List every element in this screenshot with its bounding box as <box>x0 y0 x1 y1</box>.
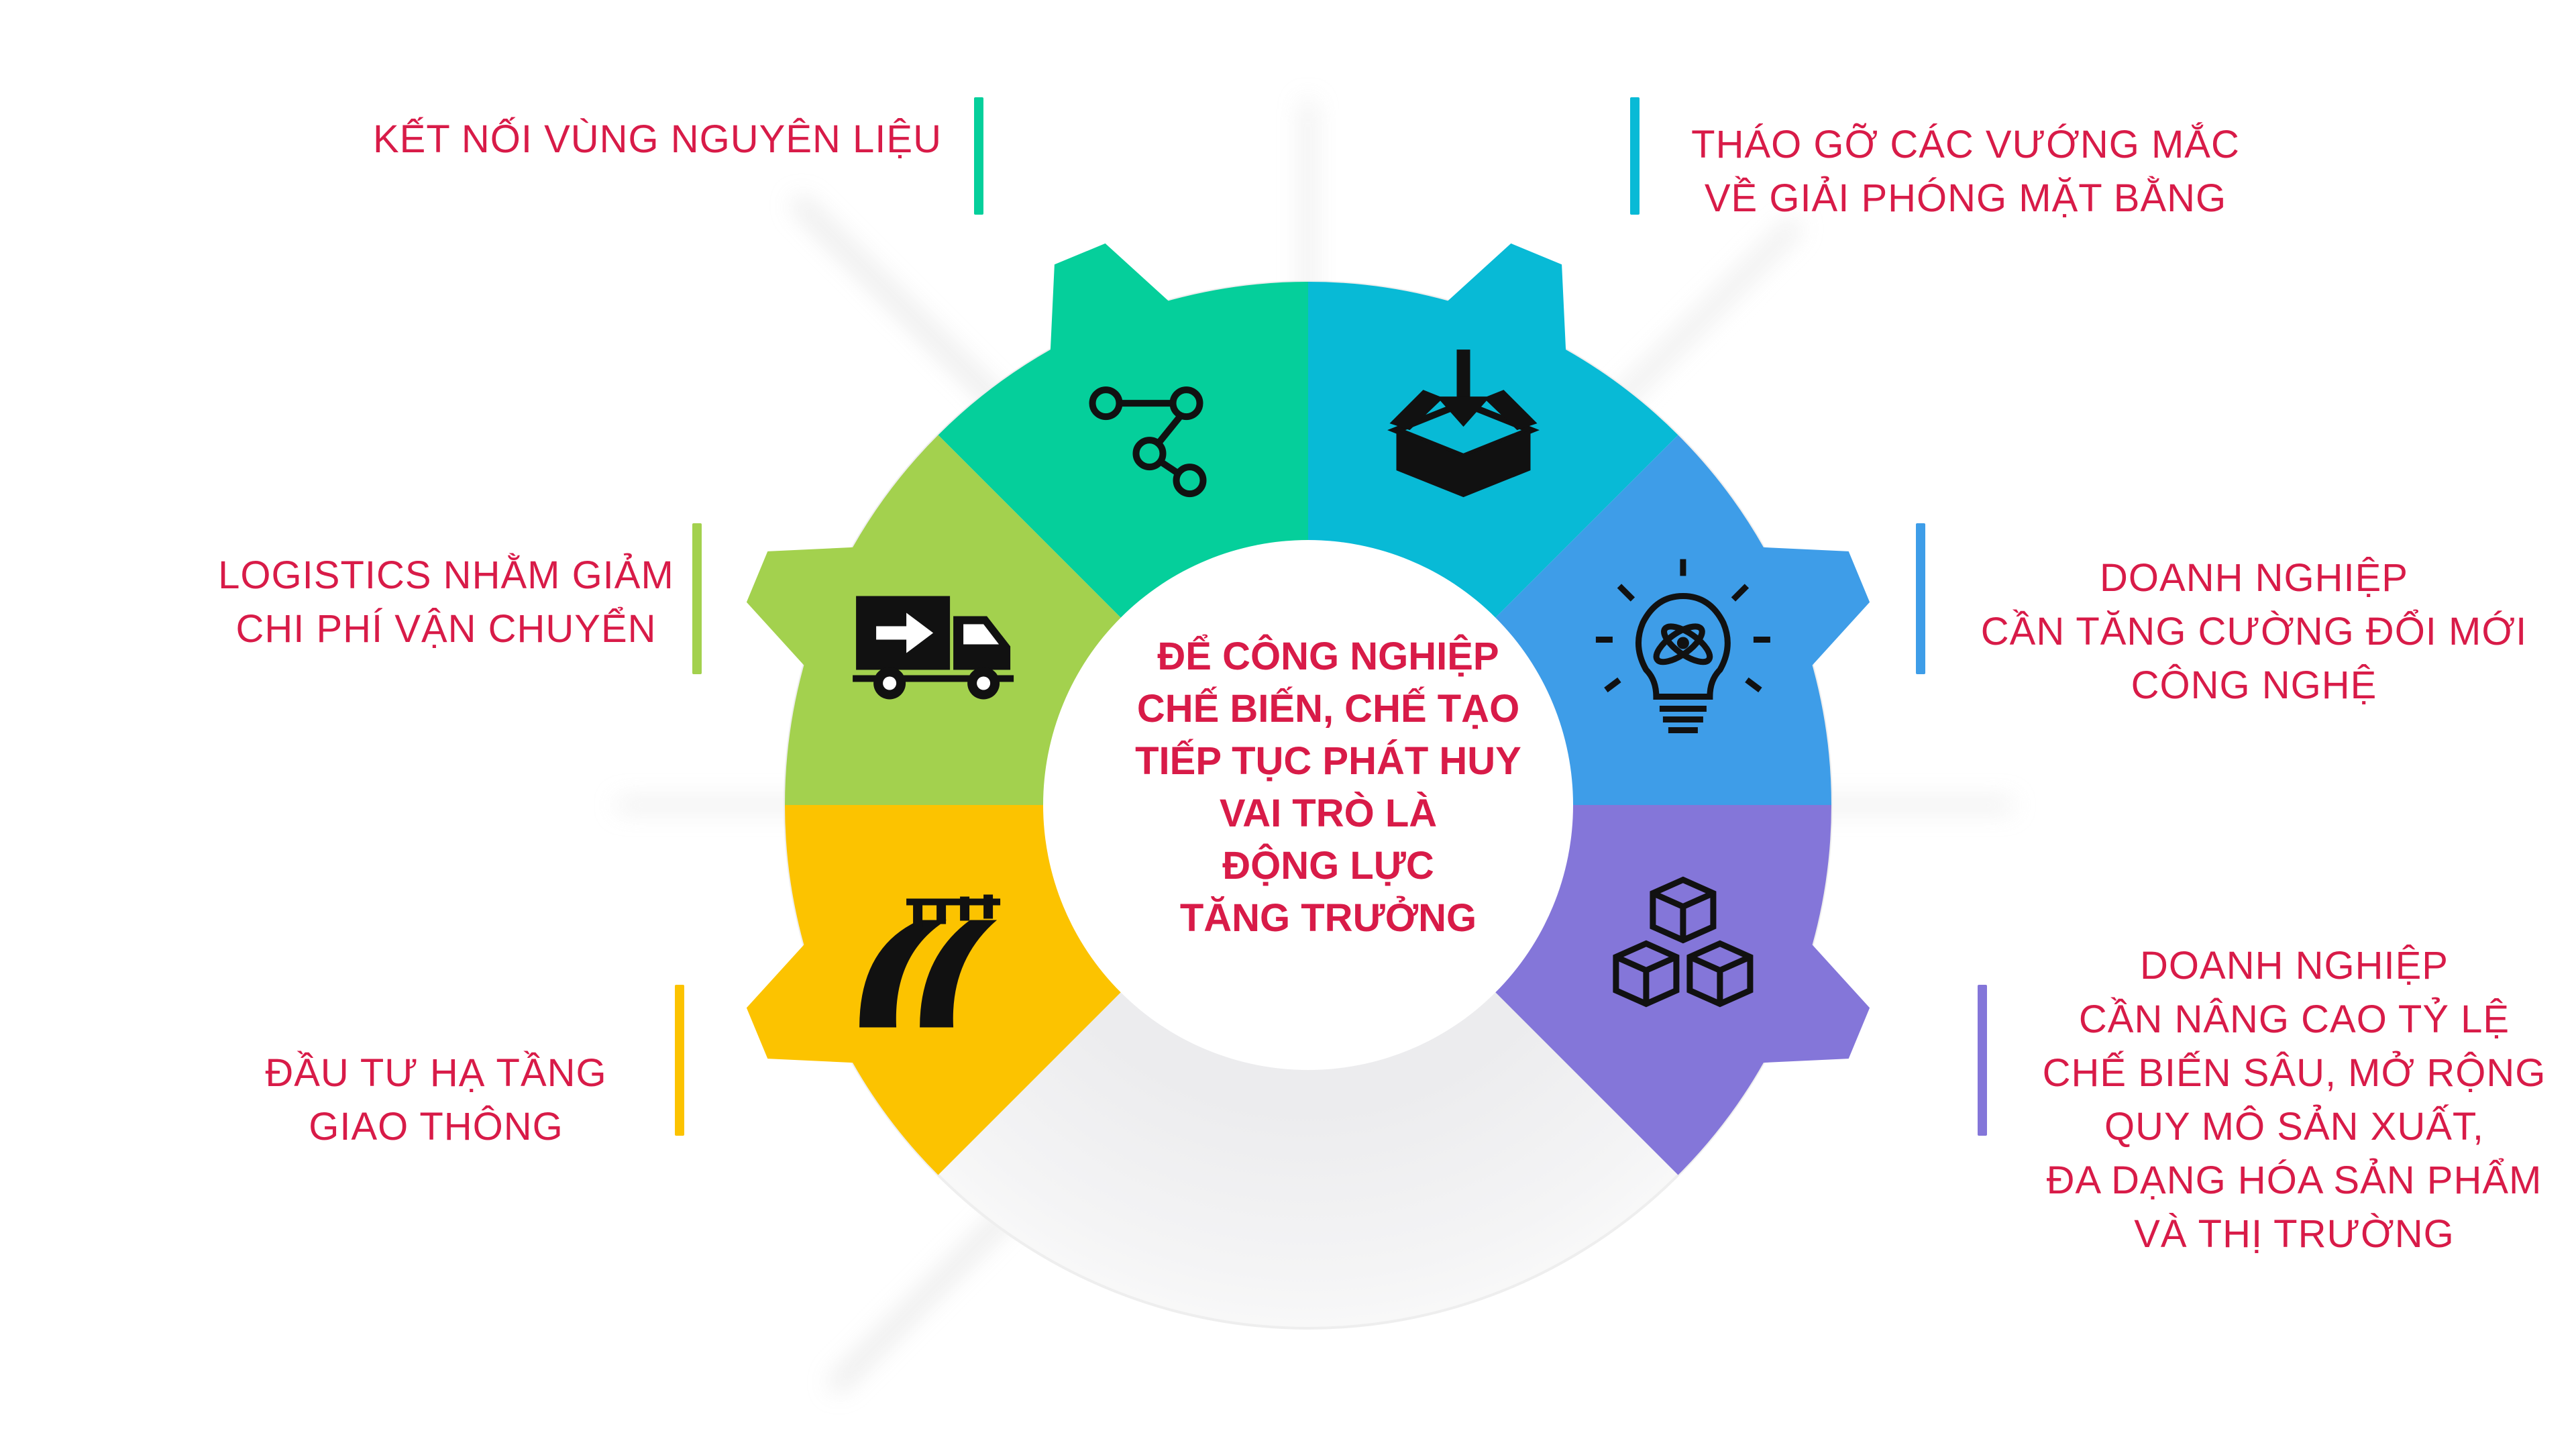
label-line: CHẾ BIẾN SÂU, MỞ RỘNG <box>2042 1051 2546 1095</box>
accent-bar-logistics <box>692 523 702 674</box>
accent-bar-infrastructure <box>675 985 684 1136</box>
road-icon <box>859 894 1001 1028</box>
label-line: KẾT NỐI VÙNG NGUYÊN LIỆU <box>373 117 942 161</box>
label-line: QUY MÔ SẢN XUẤT, <box>2104 1105 2485 1148</box>
accent-bar-site-clearance <box>1630 97 1640 215</box>
label-site-clearance: THÁO GỠ CÁC VƯỚNG MẮC VỀ GIẢI PHÓNG MẶT … <box>1670 118 2261 225</box>
label-deep-processing: DOANH NGHIỆP CẦN NÂNG CAO TỶ LỆ CHẾ BIẾN… <box>2006 939 2576 1261</box>
label-line: DOANH NGHIỆP <box>2100 556 2408 600</box>
segment-site-clearance <box>1308 243 1678 621</box>
label-line: VÀ THỊ TRƯỜNG <box>2134 1212 2455 1256</box>
label-raw-material: KẾT NỐI VÙNG NGUYÊN LIỆU <box>362 113 953 166</box>
delivery-truck-icon <box>853 596 1014 700</box>
center-line: TĂNG TRƯỞNG <box>1179 896 1477 940</box>
label-line: CẦN TĂNG CƯỜNG ĐỔI MỚI <box>1980 610 2528 653</box>
route-path-icon <box>1089 386 1207 498</box>
label-line: GIAO THÔNG <box>309 1105 564 1148</box>
stacked-boxes-icon <box>1613 876 1754 1008</box>
segment-deep-processing <box>1493 805 1870 1175</box>
center-line: ĐỂ CÔNG NGHIỆP <box>1157 635 1499 678</box>
center-title: ĐỂ CÔNG NGHIỆP CHẾ BIẾN, CHẾ TẠO TIẾP TỤ… <box>1073 631 1583 945</box>
label-line: CÔNG NGHỆ <box>2131 663 2377 707</box>
center-line: TIẾP TỤC PHÁT HUY <box>1135 739 1521 783</box>
segment-technology <box>1493 435 1870 805</box>
label-line: ĐA DẠNG HÓA SẢN PHẨM <box>2046 1159 2542 1202</box>
lightbulb-atom-icon <box>1595 559 1770 733</box>
label-line: LOGISTICS NHẰM GIẢM <box>218 553 674 597</box>
label-technology: DOANH NGHIỆP CẦN TĂNG CƯỜNG ĐỔI MỚI CÔNG… <box>1959 551 2549 712</box>
center-line: VAI TRÒ LÀ <box>1219 792 1438 835</box>
label-logistics: LOGISTICS NHẰM GIẢM CHI PHÍ VẬN CHUYỂN <box>161 549 731 656</box>
center-line: CHẾ BIẾN, CHẾ TẠO <box>1136 687 1520 731</box>
center-disc <box>1043 540 1573 1070</box>
center-line: ĐỘNG LỰC <box>1222 844 1434 888</box>
box-download-icon <box>1387 350 1540 498</box>
segment-raw-material <box>938 243 1308 621</box>
label-line: ĐẦU TƯ HẠ TẦNG <box>265 1051 607 1095</box>
label-line: CHI PHÍ VẬN CHUYỂN <box>235 607 657 651</box>
accent-bar-technology <box>1916 523 1925 674</box>
accent-bar-deep-processing <box>1978 985 1987 1136</box>
label-line: CẦN NÂNG CAO TỶ LỆ <box>2078 998 2510 1041</box>
label-line: VỀ GIẢI PHÓNG MẶT BẰNG <box>1704 176 2227 220</box>
label-infrastructure: ĐẦU TƯ HẠ TẦNG GIAO THÔNG <box>168 1046 704 1154</box>
label-line: THÁO GỠ CÁC VƯỚNG MẮC <box>1691 123 2240 166</box>
accent-bar-raw-material <box>974 97 983 215</box>
label-line: DOANH NGHIỆP <box>2140 944 2449 987</box>
